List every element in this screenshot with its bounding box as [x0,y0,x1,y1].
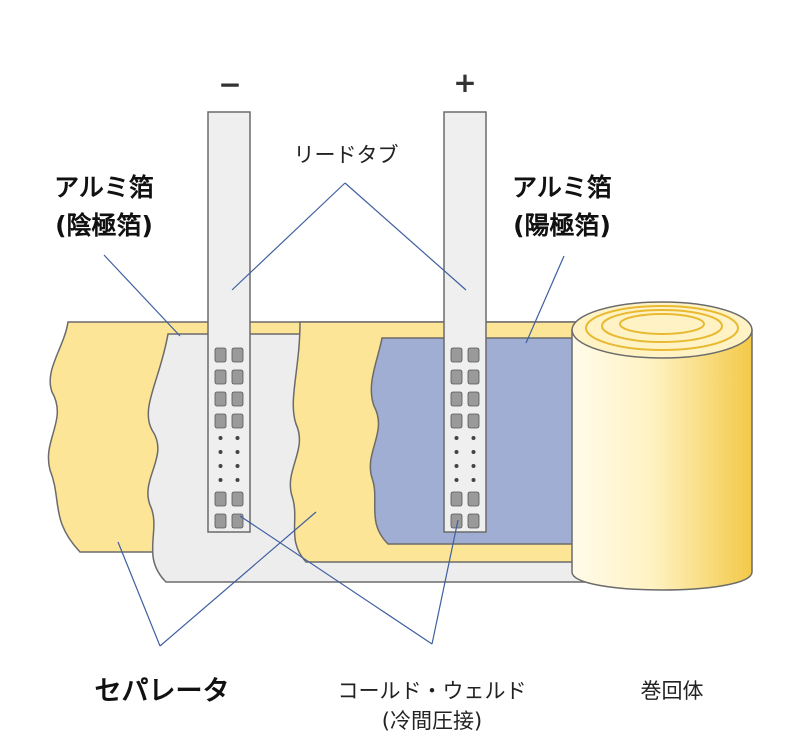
weld-square-icon [467,347,480,363]
label-anode-foil-2: (陽極箔) [513,211,611,240]
weld-pattern-positive [450,347,480,529]
weld-square-icon [467,369,480,385]
label-cold-weld-2: (冷間圧接) [382,709,482,733]
weld-square-icon [450,491,463,507]
leader-weld-right [431,519,459,645]
weld-dot-icon [235,464,240,468]
weld-square-icon [467,491,480,507]
weld-square-icon [450,347,463,363]
weld-square-icon [214,369,227,385]
label-cold-weld-1: コールド・ウェルド [338,679,527,703]
weld-square-icon [450,391,463,407]
weld-dot-icon [235,436,240,440]
weld-dot-icon [471,478,476,482]
weld-pattern-negative [214,347,244,529]
weld-dot-icon [471,464,476,468]
wound-roll [571,301,753,591]
lead-tab-positive [443,111,487,533]
label-wound-body: 巻回体 [641,679,704,703]
weld-dot-icon [471,450,476,454]
weld-square-icon [214,491,227,507]
terminal-positive-sign: + [453,66,476,99]
label-separator: セパレータ [95,676,230,707]
weld-dot-icon [218,436,223,440]
weld-square-icon [231,513,244,529]
weld-square-icon [231,413,244,429]
leader-weld-left [239,515,433,645]
weld-square-icon [214,413,227,429]
weld-square-icon [467,413,480,429]
weld-square-icon [231,491,244,507]
label-anode-foil-1: アルミ箔 [512,173,612,202]
weld-square-icon [467,513,480,529]
leader-cathode-foil [103,254,181,337]
weld-dot-icon [235,478,240,482]
label-cathode-foil-1: アルミ箔 [54,173,154,202]
weld-dot-icon [454,450,459,454]
label-lead-tab: リードタブ [294,143,399,167]
weld-square-icon [450,413,463,429]
leader-lines [103,182,565,647]
weld-square-icon [231,391,244,407]
weld-dot-icon [235,450,240,454]
terminal-negative-sign: − [218,68,241,101]
weld-dot-icon [218,478,223,482]
leader-separator-left [117,541,161,647]
leader-lead-tab-left [231,182,346,291]
leader-separator-right [159,511,317,647]
label-cathode-foil-2: (陰極箔) [55,211,153,240]
weld-dot-icon [454,464,459,468]
weld-square-icon [231,347,244,363]
weld-dot-icon [471,436,476,440]
weld-square-icon [214,391,227,407]
weld-dot-icon [454,436,459,440]
leader-anode-foil [525,255,565,344]
weld-square-icon [467,391,480,407]
lead-tab-negative [207,111,251,533]
weld-square-icon [214,347,227,363]
weld-square-icon [214,513,227,529]
weld-dot-icon [454,478,459,482]
weld-square-icon [231,369,244,385]
weld-dot-icon [218,464,223,468]
weld-dot-icon [218,450,223,454]
leader-lead-tab-right [344,182,467,291]
weld-square-icon [450,369,463,385]
